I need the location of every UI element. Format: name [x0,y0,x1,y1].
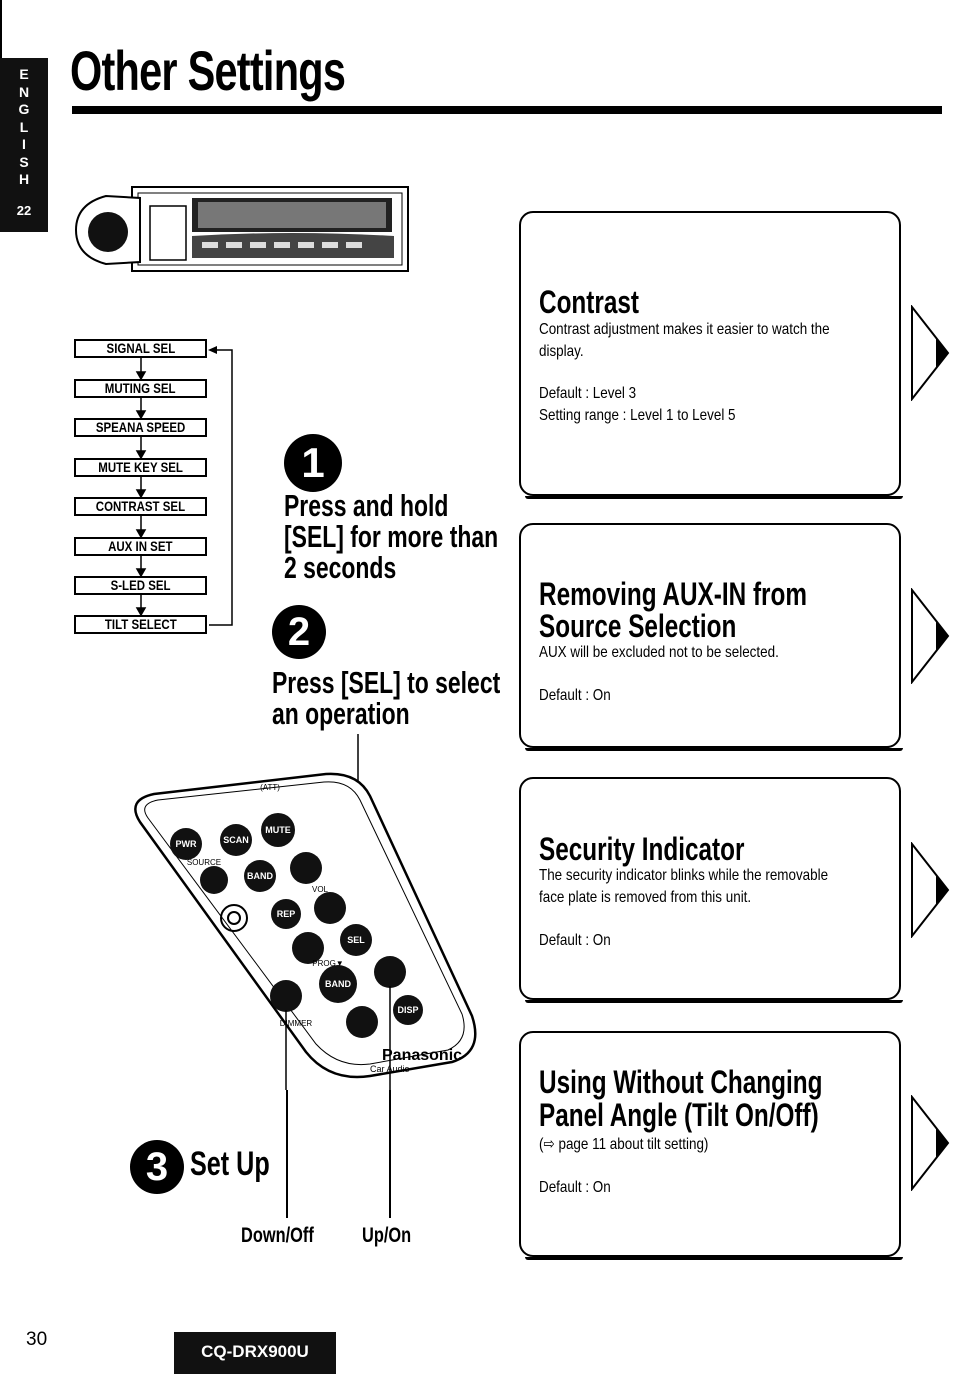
menu-item-mute-key-sel: MUTE KEY SEL [74,458,207,477]
menu-item-speana-speed: SPEANA SPEED [74,418,207,437]
head-unit-illustration [74,186,409,272]
card-security-indicator: Security Indicator The security indicato… [519,777,903,1003]
remote-disp-label: DISP [397,1005,418,1015]
step-1-line-2: [SEL] for more than [284,519,499,554]
card-text: AUX will be excluded not to be selected. [539,644,779,661]
menu-item-aux-in-set: AUX IN SET [74,537,207,556]
step-3-label: Set Up [190,1145,270,1183]
step-2-line-2: an operation [272,696,410,731]
next-arrow-icon [911,842,950,938]
remote-band-label: BAND [247,871,273,881]
remote-dimmer-label: DIMMER [280,1019,313,1028]
page-title: Other Settings [70,39,346,102]
remote-pwr-label: PWR [176,839,197,849]
remote-source-label: SOURCE [187,858,221,867]
card-text: display. [539,343,584,360]
card-default: Default : On [539,1179,611,1196]
step-2-line-1: Press [SEL] to select [272,665,501,700]
next-arrow-icon [911,305,950,401]
tab-letter: H [18,171,30,187]
menu-item-contrast-sel: CONTRAST SEL [74,497,207,516]
card-default: Default : On [539,687,611,704]
remote-sel-label: SEL [347,935,365,945]
card-title: Source Selection [539,608,737,644]
remote-scan-label: SCAN [223,835,249,845]
menu-item-signal-sel: SIGNAL SEL [74,339,207,358]
card-text: Contrast adjustment makes it easier to w… [539,321,830,338]
next-arrow-icon [911,1095,950,1191]
remote-rep-label: REP [277,909,296,919]
card-title: Security Indicator [539,831,745,867]
language-tab: E N G L I S H 22 [0,58,48,232]
card-tilt-on-off: Using Without Changing Panel Angle (Tilt… [519,1031,903,1260]
step-2-badge: 2 [272,605,326,659]
tab-letter: E [19,66,29,82]
card-contrast: Contrast Contrast adjustment makes it ea… [519,211,903,499]
model-badge: CQ-DRX900U [174,1332,336,1374]
tab-letter: L [19,118,29,135]
step-1-line-1: Press and hold [284,488,449,523]
remote-att-label: (ATT) [260,783,280,792]
card-title: Removing AUX-IN from [539,576,807,612]
next-arrow-icon [911,588,950,684]
card-text: (⇨ page 11 about tilt setting) [539,1136,709,1153]
tab-page-number: 22 [16,202,32,218]
tab-letter: N [18,83,30,100]
tab-letter: G [18,101,30,117]
card-title: Contrast [539,284,639,320]
tab-letter: I [22,136,26,152]
remote-brand-label: Panasonic [382,1047,462,1064]
down-off-label: Down/Off [241,1224,314,1247]
card-text: The security indicator blinks while the … [539,867,829,884]
step-3-badge: 3 [130,1140,184,1194]
card-default: Default : Level 3 [539,385,637,402]
title-rule [72,106,942,114]
tab-letter: S [19,153,29,170]
card-text: face plate is removed from this unit. [539,889,752,906]
menu-flow-arrows [135,346,233,626]
step-1-badge: 1 [284,434,342,492]
menu-item-s-led-sel: S-LED SEL [74,576,207,595]
page-number: 30 [26,1329,48,1350]
down-pointer-line [286,1090,288,1218]
up-on-label: Up/On [362,1224,412,1247]
menu-item-muting-sel: MUTING SEL [74,379,207,398]
left-edge-rule [0,0,2,60]
remote-mute-label: MUTE [265,825,291,835]
remote-vol-label: VOL [312,885,329,894]
card-default: Default : On [539,932,611,949]
card-title: Panel Angle (Tilt On/Off) [539,1097,819,1133]
up-pointer-line [389,1090,391,1218]
remote-control-illustration: PWR SCAN MUTE BAND REP SEL BAND DISP SOU… [134,734,477,1090]
menu-item-tilt-select: TILT SELECT [74,615,207,634]
remote-prog-label: PROG▼ [312,959,343,968]
step-1-line-3: 2 seconds [284,550,397,585]
card-removing-aux-in: Removing AUX-IN from Source Selection AU… [519,523,903,751]
remote-band2-label: BAND [325,979,351,989]
card-range: Setting range : Level 1 to Level 5 [539,407,736,424]
card-title: Using Without Changing [539,1064,823,1100]
